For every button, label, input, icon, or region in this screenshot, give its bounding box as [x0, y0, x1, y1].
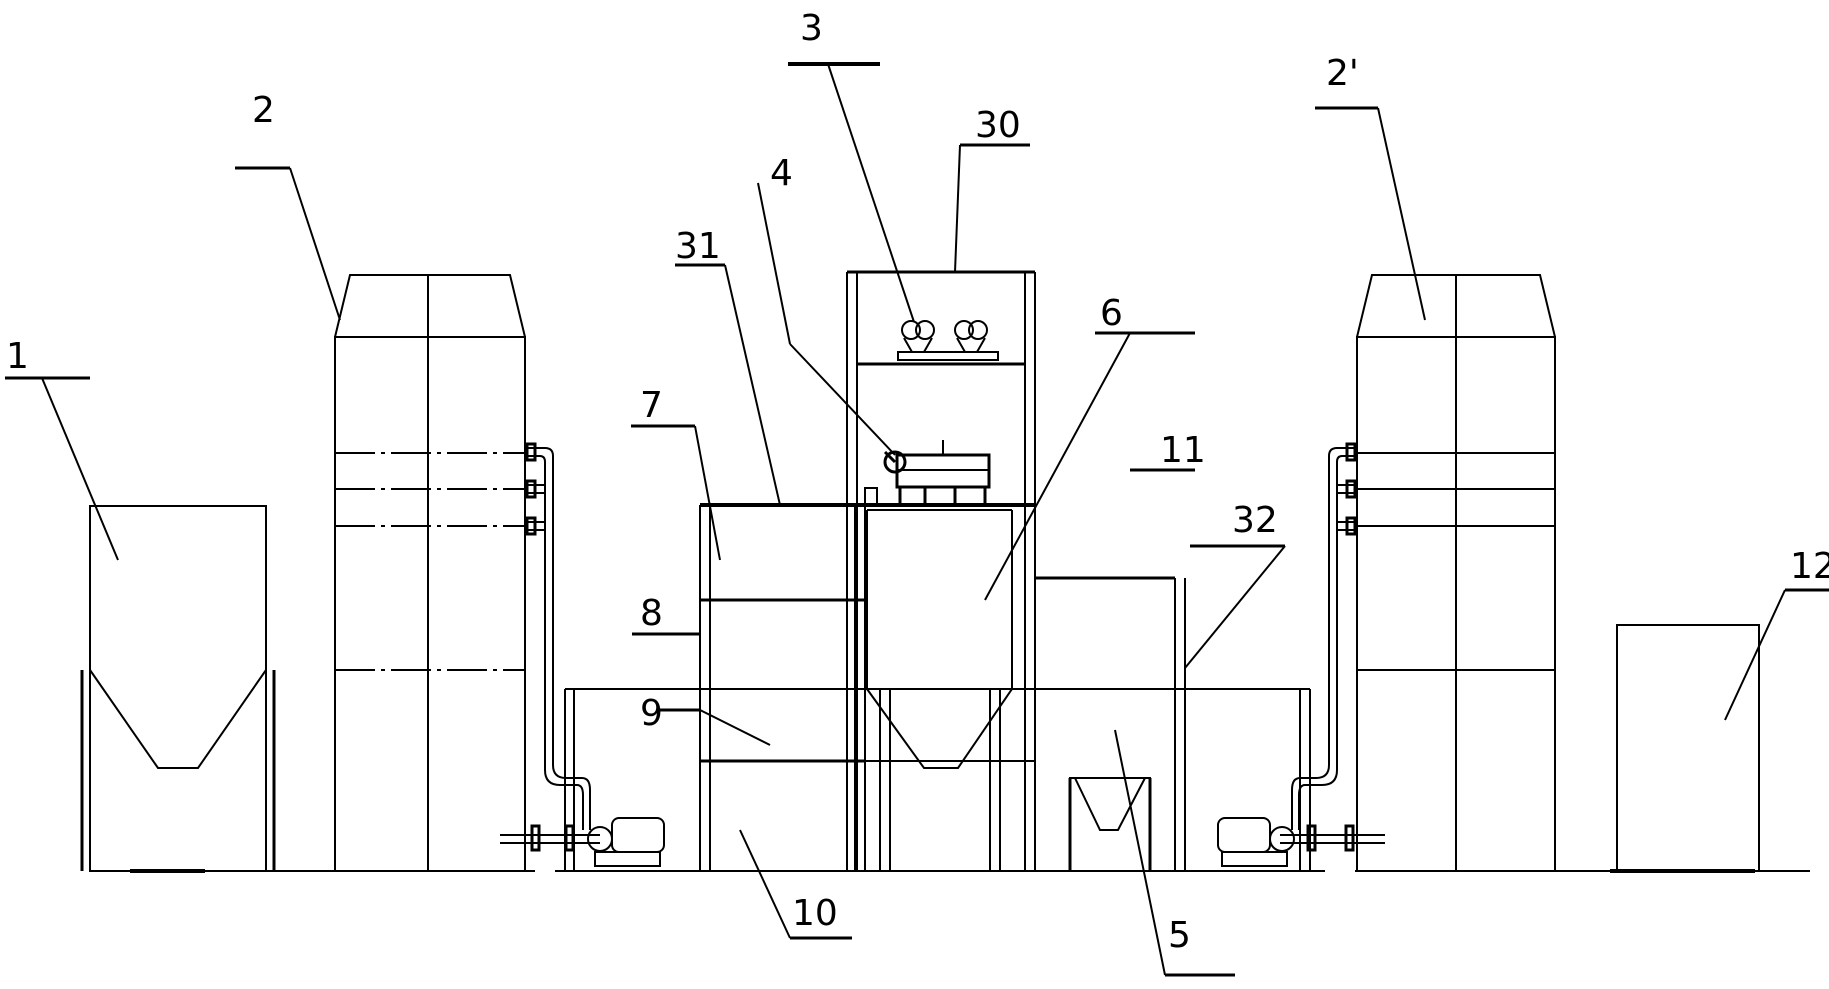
label-8: 8 — [640, 593, 663, 634]
leader-lines — [5, 62, 1829, 977]
storage-tank-12 — [1616, 624, 1760, 872]
label-2-prime: 2' — [1326, 53, 1359, 94]
cone-tank-6 — [866, 509, 1013, 769]
label-30: 30 — [975, 105, 1021, 146]
absorption-tower-2 — [334, 274, 526, 872]
label-5: 5 — [1168, 915, 1191, 956]
label-32: 32 — [1232, 500, 1278, 541]
absorption-tower-2-prime — [1356, 274, 1556, 872]
settling-tank-11-32 — [1035, 576, 1186, 871]
label-3: 3 — [800, 8, 823, 49]
label-12: 12 — [1790, 546, 1829, 587]
label-6: 6 — [1100, 293, 1123, 334]
label-31: 31 — [675, 226, 721, 267]
label-4: 4 — [770, 153, 793, 194]
callout-labels: 1 2 2' 3 4 5 6 7 8 9 10 11 12 30 31 32 — [6, 8, 1829, 956]
label-10: 10 — [792, 893, 838, 934]
label-11: 11 — [1160, 430, 1206, 471]
filter-unit-4 — [864, 440, 991, 506]
label-7: 7 — [640, 385, 663, 426]
top-units-3 — [897, 320, 999, 361]
label-1: 1 — [6, 336, 29, 377]
label-2: 2 — [252, 90, 275, 131]
left-pipe-and-pump — [500, 442, 665, 867]
small-hopper-5 — [1068, 777, 1152, 872]
central-tower-frame-30 — [846, 270, 1036, 871]
lower-frame-platform — [564, 688, 1311, 871]
hopper-tank-1 — [80, 505, 276, 872]
label-9: 9 — [640, 693, 663, 734]
